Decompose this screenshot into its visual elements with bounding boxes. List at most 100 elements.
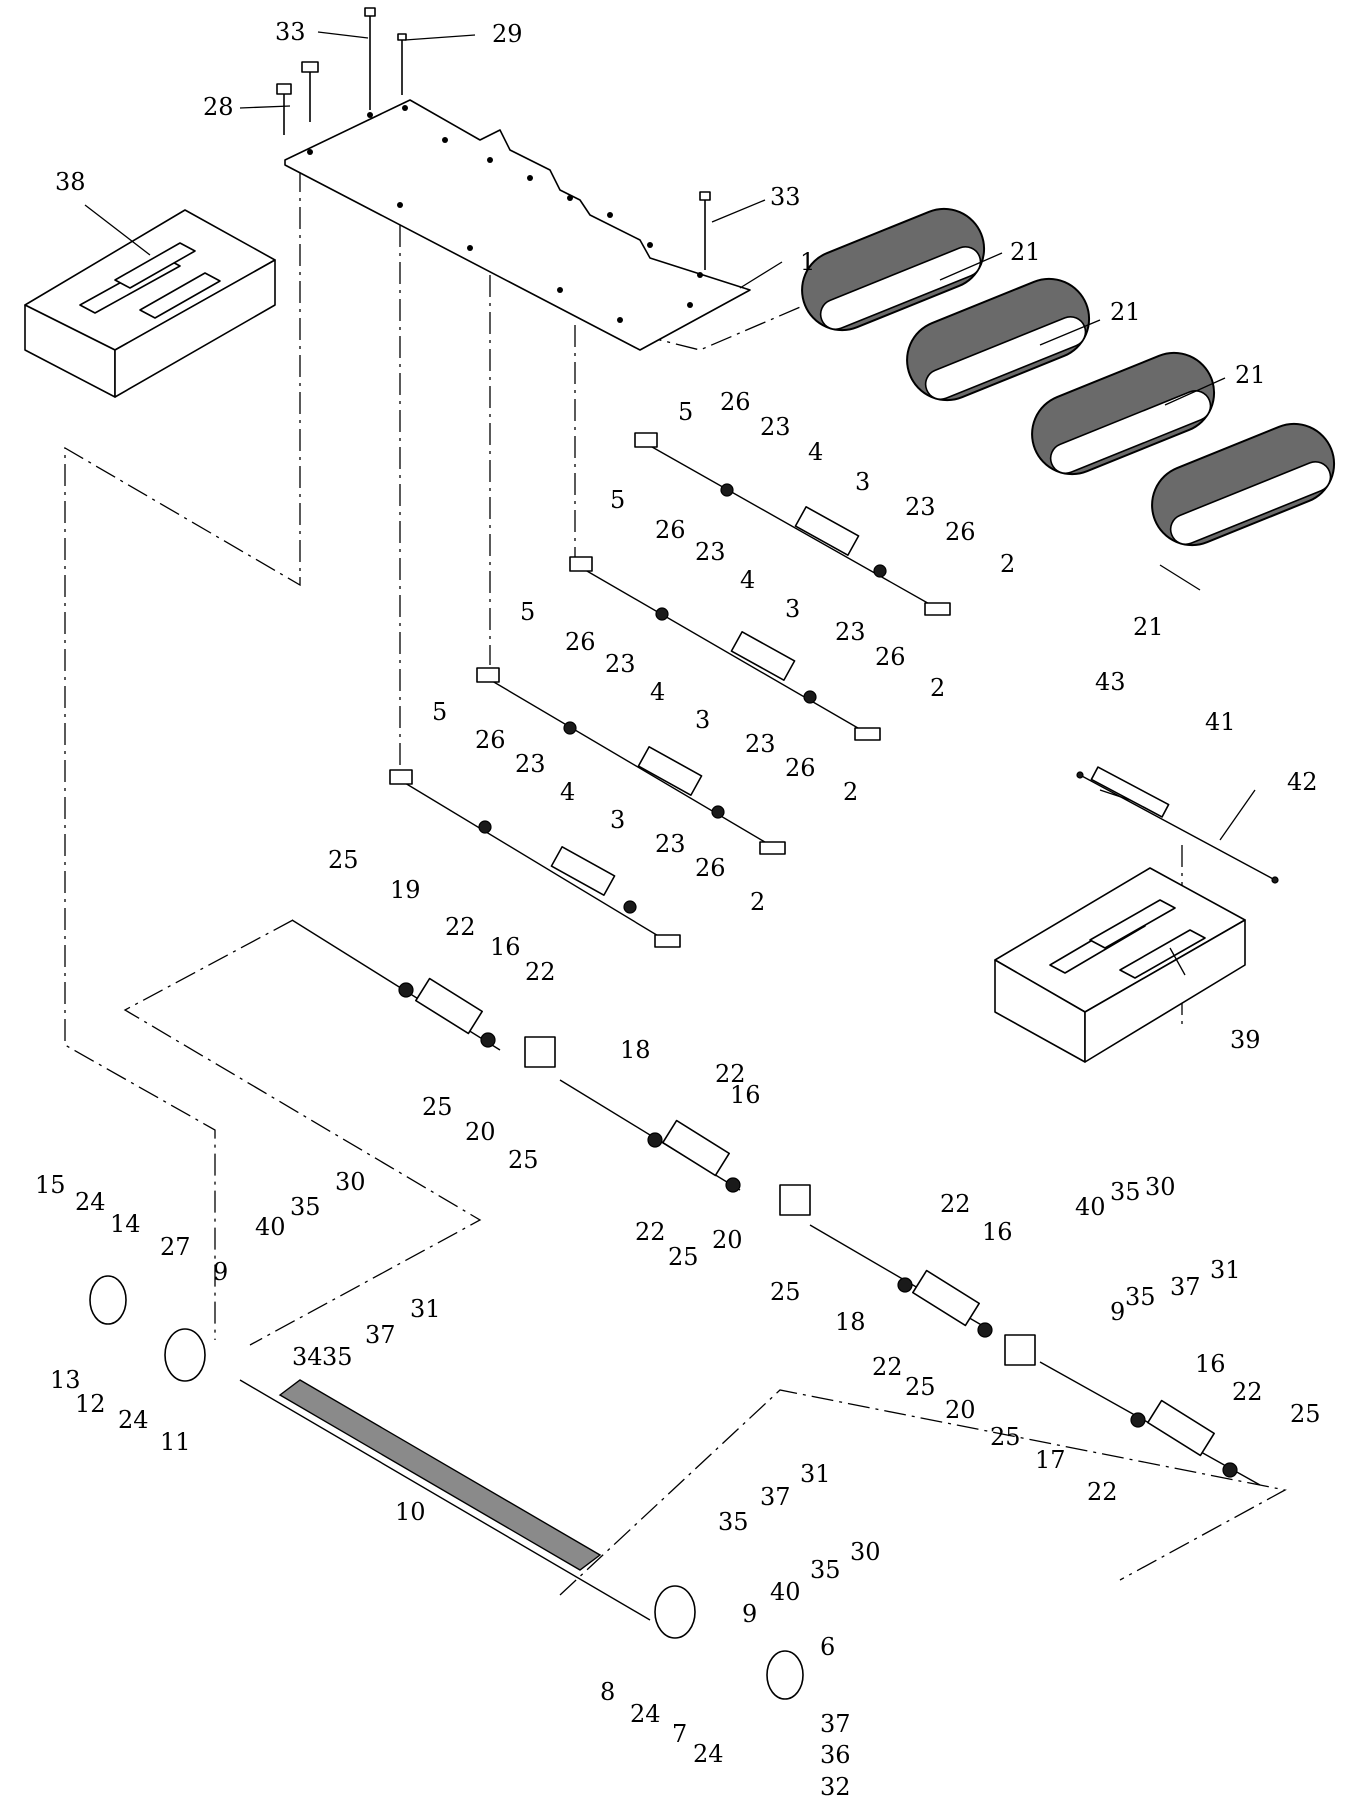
assembly-lines: [64, 170, 1287, 1596]
callout-5: 5: [520, 598, 535, 626]
callout-25: 25: [422, 1093, 453, 1121]
main-roller: [89, 1275, 804, 1700]
callout-24: 24: [118, 1406, 149, 1434]
callout-43: 43: [1095, 668, 1126, 696]
callout-4: 4: [560, 778, 575, 806]
guard-cover-left: [24, 209, 276, 398]
callout-25: 25: [990, 1423, 1021, 1451]
callout-26: 26: [720, 388, 751, 416]
callout-22: 22: [1232, 1378, 1263, 1406]
callout-21: 21: [1133, 613, 1164, 641]
callout-22: 22: [525, 958, 556, 986]
idler-assemblies: [389, 432, 951, 948]
callout-15: 15: [35, 1171, 66, 1199]
callout-35: 35: [1125, 1283, 1156, 1311]
callout-16: 16: [730, 1081, 761, 1109]
callout-22: 22: [940, 1190, 971, 1218]
callout-25: 25: [328, 846, 359, 874]
callout-9: 9: [1110, 1298, 1125, 1326]
callout-31: 31: [410, 1295, 441, 1323]
callout-27: 27: [160, 1233, 191, 1261]
callout-16: 16: [982, 1218, 1013, 1246]
callout-41: 41: [1205, 708, 1236, 736]
belt: [906, 277, 1091, 402]
callout-3: 3: [855, 468, 870, 496]
callout-4: 4: [808, 438, 823, 466]
callout-12: 12: [75, 1390, 106, 1418]
callout-30: 30: [335, 1168, 366, 1196]
callout-18: 18: [620, 1036, 651, 1064]
callout-34: 34: [292, 1343, 323, 1371]
callout-25: 25: [668, 1243, 699, 1271]
callout-25: 25: [1290, 1400, 1321, 1428]
callout-22: 22: [715, 1060, 746, 1088]
callout-21: 21: [1010, 238, 1041, 266]
callout-7: 7: [672, 1720, 687, 1748]
callout-21: 21: [1110, 298, 1141, 326]
callout-26: 26: [695, 854, 726, 882]
callout-37: 37: [1170, 1273, 1201, 1301]
callout-23: 23: [515, 750, 546, 778]
callout-33: 33: [275, 18, 306, 46]
callout-35: 35: [718, 1508, 749, 1536]
callout-13: 13: [50, 1366, 81, 1394]
callout-1: 1: [800, 248, 815, 276]
callout-3: 3: [610, 806, 625, 834]
callout-21: 21: [1235, 361, 1266, 389]
callout-9: 9: [742, 1600, 757, 1628]
top-screws: [276, 7, 711, 270]
belt: [1151, 422, 1336, 547]
callout-26: 26: [655, 516, 686, 544]
callout-42: 42: [1287, 768, 1318, 796]
callout-10: 10: [395, 1498, 426, 1526]
callout-31: 31: [1210, 1256, 1241, 1284]
callout-16: 16: [1195, 1350, 1226, 1378]
callout-22: 22: [445, 913, 476, 941]
callout-2: 2: [930, 674, 945, 702]
callout-3: 3: [785, 595, 800, 623]
callout-22: 22: [1087, 1478, 1118, 1506]
callout-9: 9: [213, 1258, 228, 1286]
callout-37: 37: [820, 1710, 851, 1738]
callout-26: 26: [875, 643, 906, 671]
callout-5: 5: [678, 398, 693, 426]
callout-18: 18: [835, 1308, 866, 1336]
callout-35: 35: [290, 1193, 321, 1221]
callout-23: 23: [760, 413, 791, 441]
leader-lines: [84, 31, 1256, 976]
callout-3: 3: [695, 706, 710, 734]
callout-26: 26: [475, 726, 506, 754]
callout-30: 30: [850, 1538, 881, 1566]
callout-25: 25: [508, 1146, 539, 1174]
callout-6: 6: [820, 1633, 835, 1661]
belt: [801, 207, 986, 332]
callout-23: 23: [605, 650, 636, 678]
callout-11: 11: [160, 1428, 191, 1456]
callout-20: 20: [945, 1396, 976, 1424]
callouts: 33 29 28 38 33 1 21 21 21 21 5 26 23 4 3…: [35, 18, 1321, 1801]
callout-40: 40: [1075, 1193, 1106, 1221]
callout-23: 23: [695, 538, 726, 566]
belts: [801, 207, 1336, 547]
callout-19: 19: [390, 876, 421, 904]
callout-37: 37: [365, 1321, 396, 1349]
callout-2: 2: [750, 888, 765, 916]
callout-5: 5: [432, 698, 447, 726]
callout-17: 17: [1035, 1446, 1066, 1474]
callout-8: 8: [600, 1678, 615, 1706]
callout-26: 26: [945, 518, 976, 546]
callout-5: 5: [610, 486, 625, 514]
callout-23: 23: [835, 618, 866, 646]
callout-32: 32: [820, 1773, 851, 1801]
callout-35: 35: [810, 1556, 841, 1584]
callout-38: 38: [55, 168, 86, 196]
callout-28: 28: [203, 93, 234, 121]
callout-20: 20: [712, 1226, 743, 1254]
callout-2: 2: [1000, 550, 1015, 578]
callout-33: 33: [770, 183, 801, 211]
callout-36: 36: [820, 1741, 851, 1769]
callout-4: 4: [650, 678, 665, 706]
callout-25: 25: [770, 1278, 801, 1306]
top-plate: [284, 99, 751, 351]
